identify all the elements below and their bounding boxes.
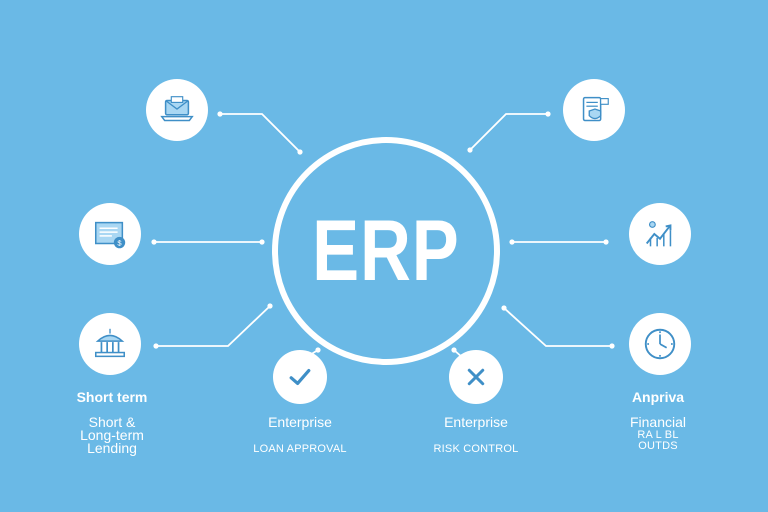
approve-node[interactable] [273,350,327,404]
node-top-left[interactable] [146,79,208,141]
node-mid-right[interactable] [629,203,691,265]
label-enterprise-approval: Enterprise [268,414,332,430]
erp-center-circle[interactable]: ERP [272,137,500,365]
label-lending: Lending [87,440,137,456]
growth-chart-icon [645,221,672,247]
label-short-and: Short & [88,414,136,430]
bank-building-icon [94,328,126,358]
connector-bottom-right [503,307,612,347]
label-long-term: Long-term [80,427,144,443]
node-mid-left[interactable]: $ [79,203,141,265]
laptop-mail-icon [160,96,194,122]
label-short-term: Short term [76,389,148,405]
invoice-coin-icon: $ [94,221,126,249]
risk-node[interactable] [449,350,503,404]
label-enterprise-risk: Enterprise [444,414,508,430]
cross-icon [467,368,485,386]
connector-top-left [220,113,301,153]
checkmark-icon [289,369,311,385]
label-financial-line-3: OUTDS [638,440,678,452]
label-loan-approval: LOAN APPROVAL [253,443,347,455]
node-bottom-right[interactable] [629,313,691,375]
node-bottom-left[interactable] [79,313,141,375]
label-financial-line-2: RA L BL [637,429,679,441]
svg-text:$: $ [117,238,122,247]
node-top-right[interactable] [563,79,625,141]
connector-bottom-left [156,305,271,347]
erp-title: ERP [312,202,460,299]
connector-top-right [469,113,548,151]
label-anpriva: Anpriva [631,389,685,405]
document-shield-icon [582,96,609,122]
label-risk-control: RISK CONTROL [433,443,519,455]
clock-icon [644,328,676,360]
label-financial: Financial [629,414,687,430]
